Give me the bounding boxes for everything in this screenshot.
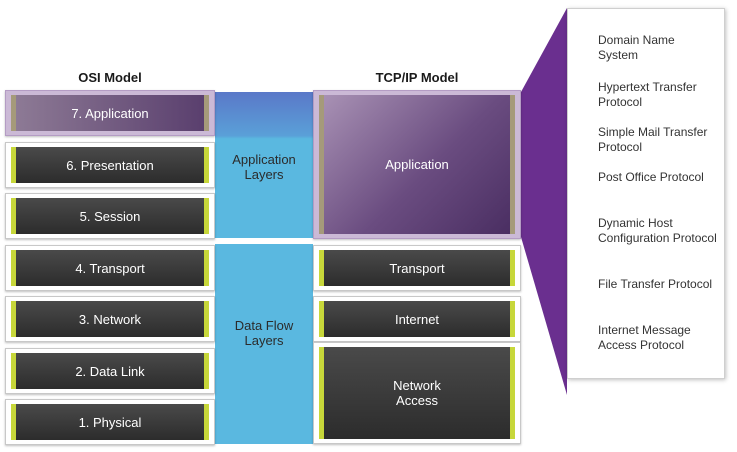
callout-wedge — [521, 8, 567, 395]
osi-layer-label: 5. Session — [79, 208, 141, 224]
osi-layer-application: 7. Application — [5, 90, 215, 136]
tcpip-layer-label: Network Access — [393, 378, 441, 408]
protocol-smtp: Simple Mail Transfer Protocol — [598, 125, 708, 154]
protocol-http: Hypertext Transfer Protocol — [598, 80, 697, 109]
protocol-callout: Domain Name System Hypertext Transfer Pr… — [567, 8, 725, 379]
osi-layer-label: 3. Network — [78, 311, 142, 327]
protocol-pop: Post Office Protocol — [598, 170, 704, 184]
protocol-imap: Internet Message Access Protocol — [598, 323, 691, 352]
tcpip-layer-transport: Transport — [313, 245, 521, 291]
application-layers-label: Application Layers — [232, 152, 296, 182]
tcpip-layer-label: Transport — [389, 260, 445, 276]
osi-layer-session: 5. Session — [5, 193, 215, 239]
osi-layer-physical: 1. Physical — [5, 399, 215, 445]
osi-layer-data-link: 2. Data Link — [5, 348, 215, 394]
data-flow-layers-band — [215, 244, 313, 444]
tcpip-layer-internet: Internet — [313, 296, 521, 342]
protocol-dns: Domain Name System — [598, 33, 675, 62]
tcpip-layer-label: Application — [385, 157, 449, 172]
protocol-ftp: File Transfer Protocol — [598, 277, 713, 291]
osi-layer-presentation: 6. Presentation — [5, 142, 215, 188]
tcpip-layer-network-access: Network Access — [313, 342, 521, 444]
osi-model-title: OSI Model — [78, 70, 142, 85]
tcpip-layer-application: Application — [313, 90, 521, 239]
tcpip-layer-label: Internet — [394, 311, 440, 327]
osi-layer-label: 2. Data Link — [75, 363, 145, 379]
osi-layer-label: 1. Physical — [78, 414, 142, 430]
application-layers-band — [215, 92, 313, 238]
osi-layer-label: 7. Application — [71, 105, 149, 121]
osi-layer-network: 3. Network — [5, 296, 215, 342]
osi-layer-label: 6. Presentation — [66, 157, 154, 173]
data-flow-layers-label: Data Flow Layers — [234, 318, 294, 348]
osi-layer-transport: 4. Transport — [5, 245, 215, 291]
tcpip-model-title: TCP/IP Model — [375, 70, 459, 85]
osi-layer-label: 4. Transport — [75, 260, 145, 276]
protocol-dhcp: Dynamic Host Configuration Protocol — [598, 216, 717, 245]
